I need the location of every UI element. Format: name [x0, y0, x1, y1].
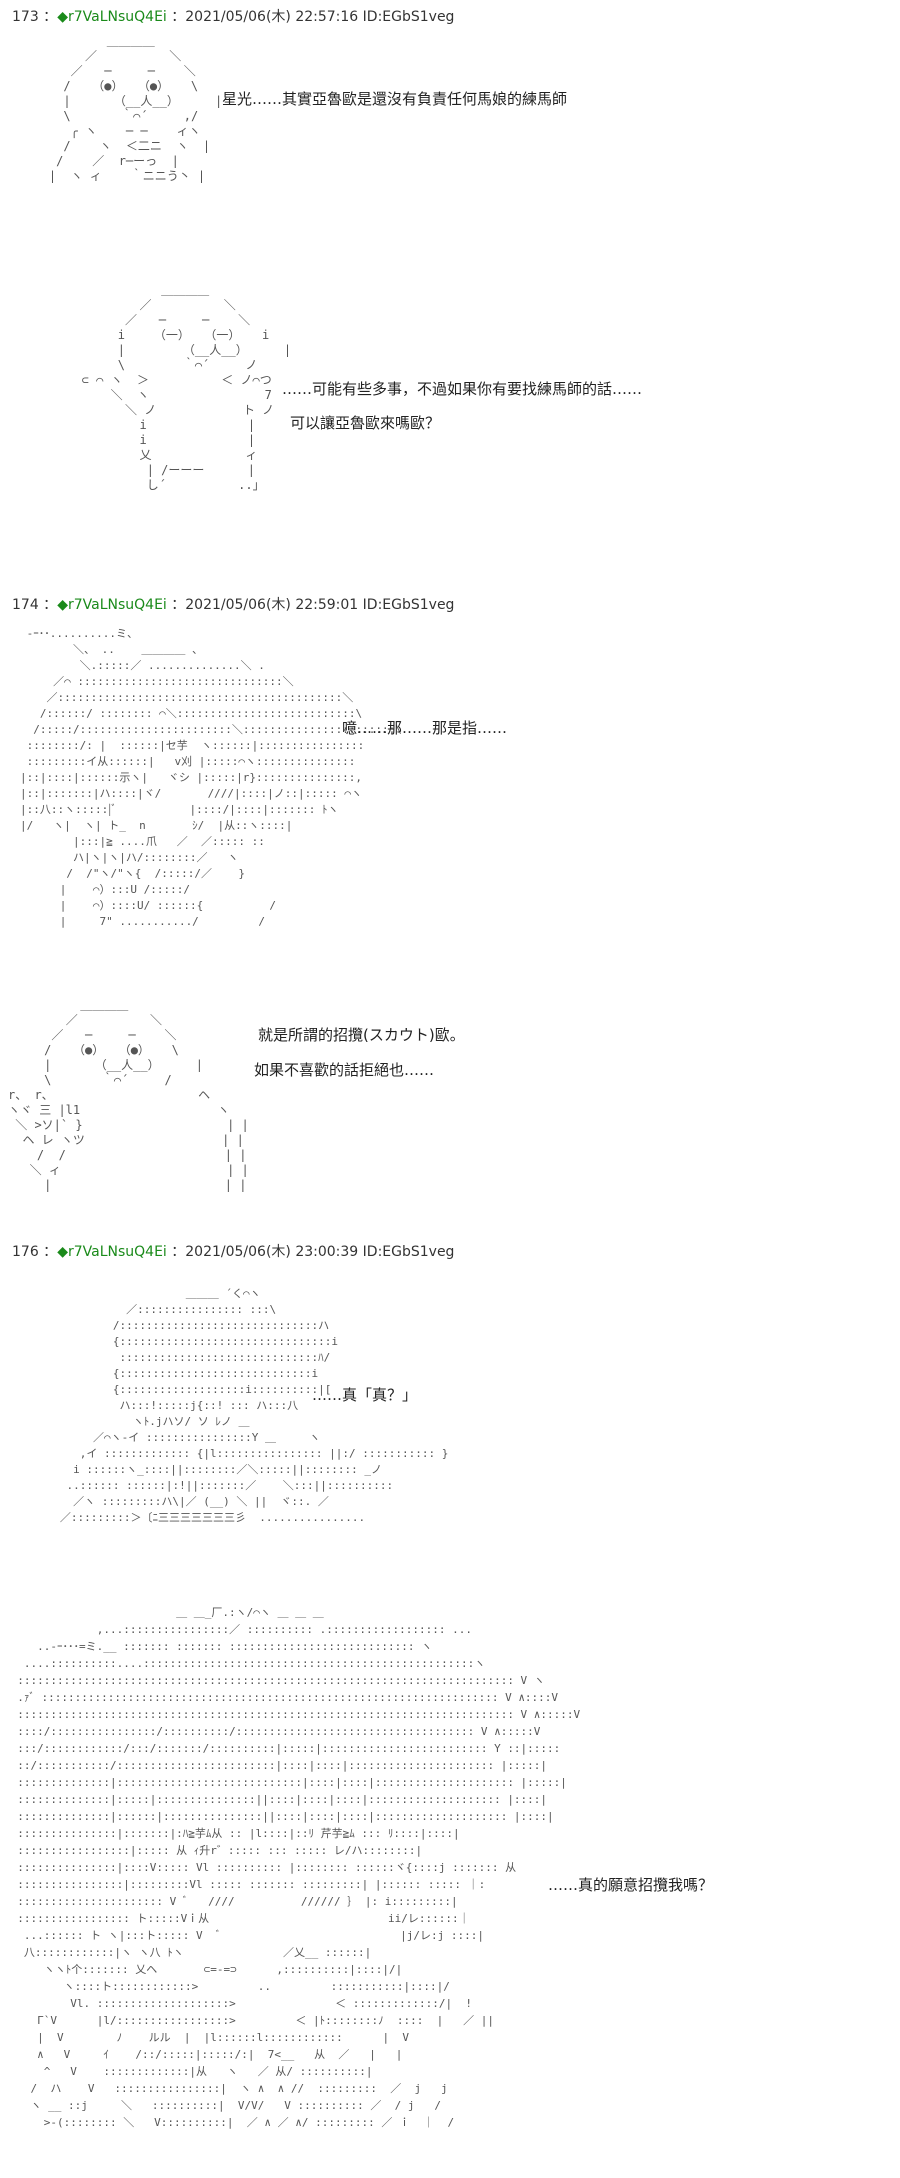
ascii-art-girl-2: ＿＿＿ ´く⌒ヽ ／:::::::::::::::: :::\ /:::::::… [59, 1287, 449, 1524]
post-header-174: 174 ：◆r7VaLNsuQ4Ei ：2021/05/06(木) 22:59:… [12, 594, 454, 614]
dialogue-line-6: 如果不喜歡的話拒絕也…… [254, 1061, 435, 1079]
poster-name[interactable]: r7VaLNsuQ4Ei [67, 1244, 167, 1260]
dialogue-line-1: 星光……其實亞魯歐是還沒有負責任何馬娘的練馬師 [222, 90, 568, 108]
ascii-art-girl-1: -ｰ･･..........ミ、 ＼、 .. ＿＿＿＿ 、 ＼.:::::／ .… [20, 627, 402, 928]
post-number: 174 [12, 597, 39, 613]
dialogue-line-2: ……可能有些多事，不過如果你有要找練馬師的話…… [282, 380, 643, 398]
trip-mark: ◆ [57, 1244, 68, 1260]
trip-mark: ◆ [57, 597, 68, 613]
poster-name[interactable]: r7VaLNsuQ4Ei [67, 9, 167, 25]
dialogue-line-5: 就是所謂的招攬(スカウト)歐。 [258, 1026, 465, 1044]
post-meta: ：2021/05/06(木) 23:00:39 ID:EGbS1veg [166, 1244, 455, 1260]
post-separator: ： [38, 9, 58, 25]
trip-mark: ◆ [57, 9, 68, 25]
post-header-176: 176 ：◆r7VaLNsuQ4Ei ：2021/05/06(木) 23:00:… [12, 1241, 454, 1261]
dialogue-line-3: 可以讓亞魯歐來嗎歐？ [290, 414, 441, 432]
ascii-art-face-2: ＿＿＿＿ ／ ＼ ／ ─ ─ ＼ i （一） （一） i | （__人__） |… [81, 283, 292, 492]
post-number: 176 [12, 1244, 39, 1260]
ascii-art-face-3: ＿＿＿＿ ／ ＼ ／ ─ ─ ＼ / （●） （●） \ | （__人__） |… [8, 998, 249, 1192]
poster-name[interactable]: r7VaLNsuQ4Ei [67, 597, 167, 613]
post-separator: ： [38, 1244, 58, 1260]
ascii-art-face-1: ＿＿＿＿ ／ ＼ ／ ─ ─ ＼ / （●） （●） \ | （__人__） |… [48, 34, 223, 183]
ascii-art-girl-3: ＿ ＿_厂.:ヽ/⌒ヽ ＿ ＿ ＿ ,...::::::::::::::::／ … [17, 1606, 581, 2129]
dialogue-line-4: 噫……那……那是指…… [342, 719, 508, 737]
post-meta: ：2021/05/06(木) 22:59:01 ID:EGbS1veg [166, 597, 455, 613]
dialogue-line-8: ……真的願意招攬我嗎？ [548, 1876, 714, 1894]
post-number: 173 [12, 9, 39, 25]
dialogue-line-7: ……真「真？」 [312, 1386, 418, 1404]
post-header-173: 173 ：◆r7VaLNsuQ4Ei ：2021/05/06(木) 22:57:… [12, 6, 454, 26]
post-separator: ： [38, 597, 58, 613]
post-meta: ：2021/05/06(木) 22:57:16 ID:EGbS1veg [166, 9, 455, 25]
